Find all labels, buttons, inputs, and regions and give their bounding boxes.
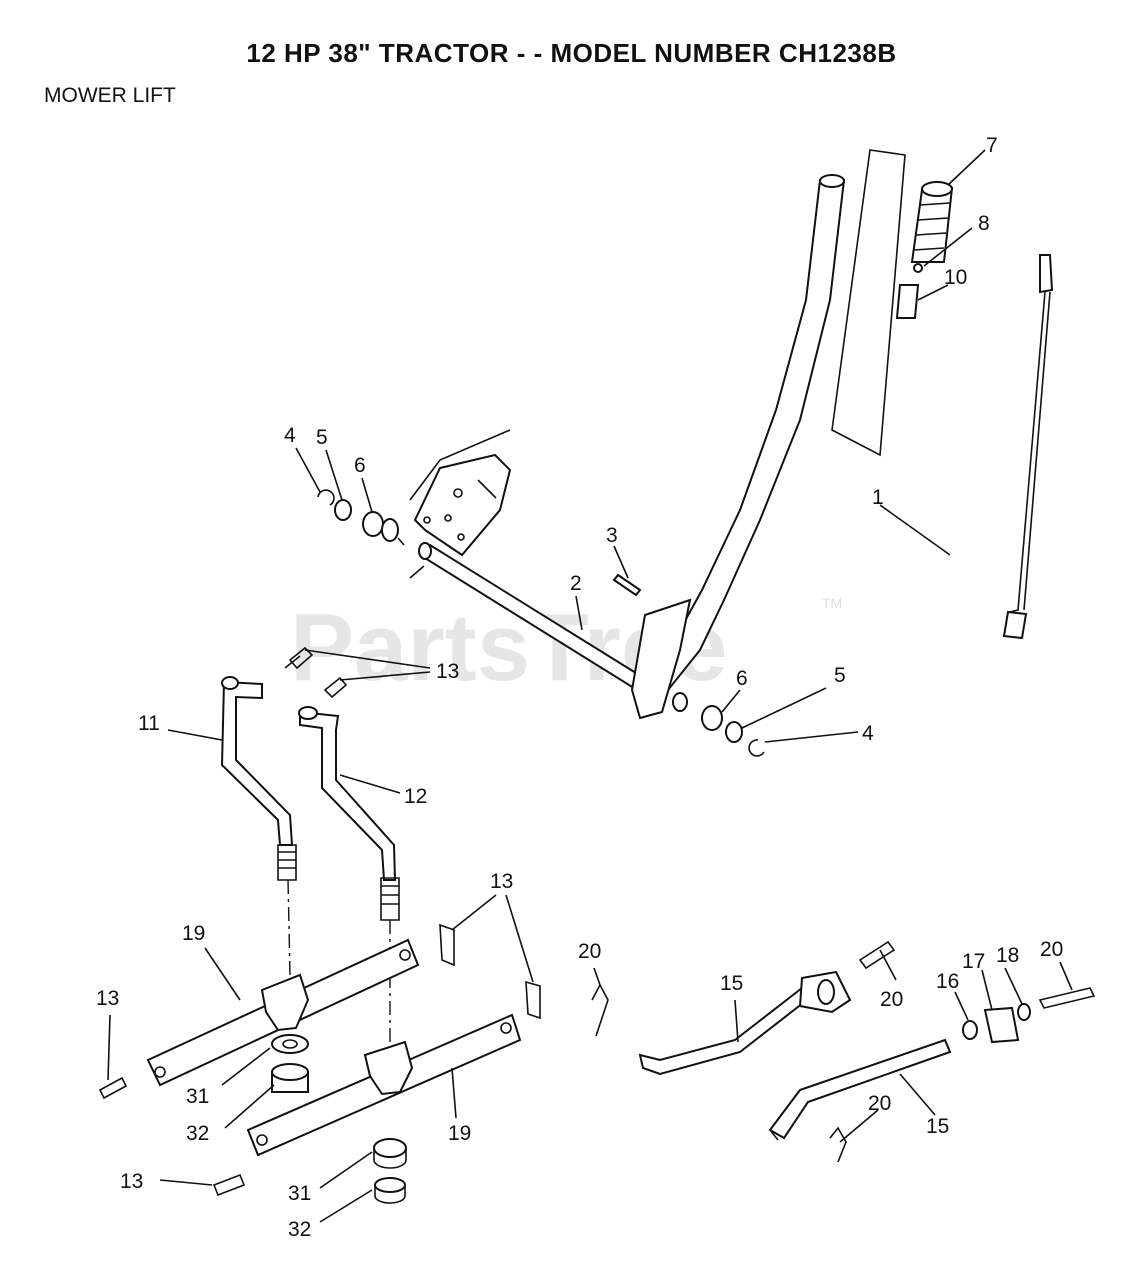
callout: 4 xyxy=(284,424,296,447)
callout: 20 xyxy=(578,940,601,963)
callout: 13 xyxy=(96,987,119,1010)
callout: 6 xyxy=(736,667,748,690)
callout: 8 xyxy=(978,212,990,235)
callout: 15 xyxy=(720,972,743,995)
cotter-pin-upper-a xyxy=(284,646,314,670)
callout: 32 xyxy=(186,1122,209,1145)
clip-13-b xyxy=(525,980,541,1020)
section-title: MOWER LIFT xyxy=(44,84,176,107)
cotter-pin-left xyxy=(98,1076,128,1100)
callout: 32 xyxy=(288,1218,311,1241)
shaft-left-hardware xyxy=(317,489,405,546)
bushing-31-lower xyxy=(373,1138,407,1169)
bushing-32-lower xyxy=(374,1177,406,1204)
callout: 4 xyxy=(862,722,874,745)
callout: 31 xyxy=(288,1182,311,1205)
watermark-trademark: TM xyxy=(822,595,842,611)
callout: 13 xyxy=(490,870,513,893)
grip-washer xyxy=(913,263,923,273)
lift-arm-lower xyxy=(246,1013,522,1157)
link-rod-12 xyxy=(298,706,400,921)
alignment-line-a xyxy=(287,879,291,976)
block-17 xyxy=(983,1006,1020,1044)
cotter-pin-bottom xyxy=(212,1173,246,1197)
mounting-bracket xyxy=(409,429,512,557)
handle-knob xyxy=(895,284,920,319)
bolt-20-right xyxy=(1038,987,1096,1009)
handle-plate xyxy=(831,149,906,457)
callout: 6 xyxy=(354,454,366,477)
bushing-31-upper xyxy=(271,1034,309,1054)
callout: 16 xyxy=(936,970,959,993)
callout: 12 xyxy=(404,785,427,808)
callout: 5 xyxy=(316,426,328,449)
hairpin-20-left xyxy=(591,983,609,1037)
callout: 19 xyxy=(182,922,205,945)
callout: 15 xyxy=(926,1115,949,1138)
lift-arm-upper xyxy=(146,938,420,1087)
clip-13-a xyxy=(439,923,455,967)
callout: 13 xyxy=(120,1170,143,1193)
deck-rod-15-upper xyxy=(638,940,896,1076)
callout: 13 xyxy=(436,660,459,683)
link-rod-11 xyxy=(220,676,297,881)
callout: 20 xyxy=(1040,938,1063,961)
callout: 2 xyxy=(570,572,582,595)
callout: 18 xyxy=(996,944,1019,967)
callout: 19 xyxy=(448,1122,471,1145)
callout: 7 xyxy=(986,134,998,157)
callout: 5 xyxy=(834,664,846,687)
bushing-32-upper xyxy=(271,1063,309,1093)
callout: 1 xyxy=(872,486,884,509)
callout: 3 xyxy=(606,524,618,547)
callout-numbers: 7 8 10 4 5 6 1 3 2 13 6 5 4 11 12 13 19 … xyxy=(96,134,1063,1241)
shaft-arm xyxy=(630,598,692,720)
callout: 20 xyxy=(868,1092,891,1115)
deck-rod-15-lower xyxy=(768,1038,952,1163)
washer-16 xyxy=(962,1020,978,1040)
washer-18 xyxy=(1017,1003,1031,1021)
handle-grip xyxy=(910,181,954,263)
leader-lines xyxy=(107,149,1073,1223)
shaft-right-hardware xyxy=(672,692,765,757)
page-title: 12 HP 38" TRACTOR - - MODEL NUMBER CH123… xyxy=(246,38,897,68)
callout: 11 xyxy=(138,712,160,735)
callout: 31 xyxy=(186,1085,209,1108)
callout: 10 xyxy=(944,266,967,289)
callout: 17 xyxy=(962,950,985,973)
lift-rod xyxy=(1002,254,1054,640)
cotter-pin-upper-b xyxy=(323,676,348,699)
shaft-pin xyxy=(612,573,642,597)
callout: 20 xyxy=(880,988,903,1011)
